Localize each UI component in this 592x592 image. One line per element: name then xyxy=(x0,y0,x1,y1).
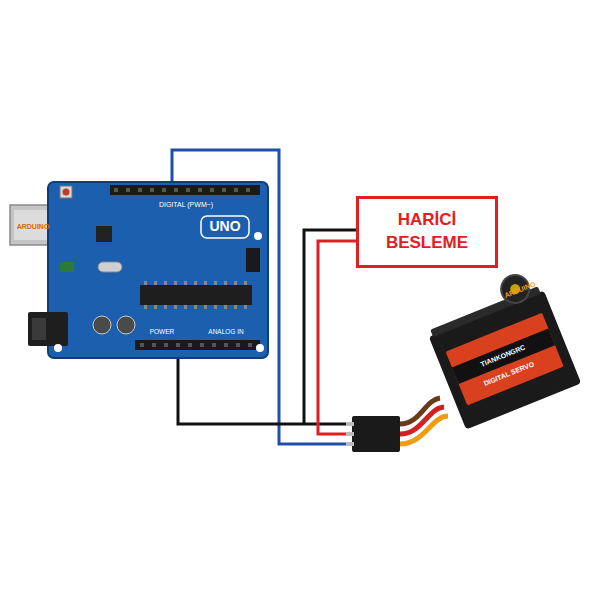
arduino-board-part-part xyxy=(152,343,156,347)
arduino-board-part-part xyxy=(194,281,197,285)
arduino-board-part-part xyxy=(176,343,180,347)
servo-connector xyxy=(346,398,448,452)
servo-connector-part xyxy=(400,416,448,444)
arduino-board-part xyxy=(114,188,250,192)
arduino-board-part-part xyxy=(234,188,238,192)
arduino-board-part xyxy=(48,182,268,358)
header-label: POWER xyxy=(150,328,175,335)
arduino-board-part-part xyxy=(200,343,204,347)
arduino-board-part-part xyxy=(248,343,252,347)
watermark: ARDUINO xyxy=(17,223,50,231)
arduino-board-part xyxy=(14,210,50,240)
power-supply-box: HARİCİ BESLEME xyxy=(356,196,498,268)
arduino-board-part-part xyxy=(188,343,192,347)
arduino-board-part-part xyxy=(144,281,147,285)
arduino-board-part-part xyxy=(234,305,237,309)
arduino-board-part-part xyxy=(234,281,237,285)
arduino-board-part xyxy=(32,318,46,340)
arduino-board-part-part xyxy=(184,305,187,309)
header-label: ANALOG IN xyxy=(208,328,243,335)
arduino-board-part xyxy=(60,186,72,198)
arduino-board-part-part xyxy=(154,281,157,285)
arduino-board-part xyxy=(98,262,122,272)
arduino-board-part-part xyxy=(224,343,228,347)
servo-connector-part xyxy=(346,442,354,446)
arduino-board-part-part xyxy=(204,305,207,309)
arduino-board-part-part xyxy=(236,343,240,347)
arduino-board-part-part xyxy=(154,305,157,309)
arduino-board-part-part xyxy=(144,305,147,309)
arduino-board-part xyxy=(96,226,112,242)
arduino-board-part-part xyxy=(214,305,217,309)
arduino-board-part-part xyxy=(244,281,247,285)
arduino-board-part-part xyxy=(210,188,214,192)
arduino-board-part-part xyxy=(174,281,177,285)
servo-connector-part xyxy=(352,416,400,452)
arduino-board-part xyxy=(140,343,252,347)
arduino-board-part xyxy=(201,216,249,238)
arduino-board-part xyxy=(110,185,260,195)
arduino-board-part-part xyxy=(164,343,168,347)
arduino-board-part xyxy=(117,316,135,334)
servo-connector-part xyxy=(346,422,354,426)
arduino-board-part-part xyxy=(164,281,167,285)
arduino-board-part-part xyxy=(194,305,197,309)
arduino-board-part xyxy=(144,281,247,309)
power-wire xyxy=(318,241,356,434)
servo-motor-part xyxy=(446,313,564,406)
arduino-board-part-part xyxy=(186,188,190,192)
arduino-board-part xyxy=(54,344,62,352)
arduino-board-part-part xyxy=(204,281,207,285)
arduino-board-part-part xyxy=(184,281,187,285)
arduino-board-part-part xyxy=(174,305,177,309)
servo-motor xyxy=(419,266,581,429)
arduino-board-part-part xyxy=(244,305,247,309)
servo-connector-part xyxy=(346,432,354,436)
header-label: DIGITAL (PWM~) xyxy=(159,201,213,209)
arduino-board-part-part xyxy=(174,188,178,192)
arduino-board-part-part xyxy=(224,305,227,309)
arduino-board-part-part xyxy=(140,343,144,347)
box-label: HARİCİ BESLEME xyxy=(359,209,495,255)
arduino-board xyxy=(10,182,268,358)
arduino-board-part-part xyxy=(162,188,166,192)
arduino-board-part xyxy=(135,340,260,350)
arduino-board-part-part xyxy=(150,188,154,192)
board-name: UNO xyxy=(209,219,240,234)
arduino-board-part-part xyxy=(138,188,142,192)
arduino-board-part-part xyxy=(224,281,227,285)
arduino-board-part-part xyxy=(214,281,217,285)
arduino-board-part-part xyxy=(222,188,226,192)
ground-wire-part xyxy=(304,230,356,424)
servo-motor-part xyxy=(429,290,581,429)
arduino-board-part xyxy=(254,232,262,240)
arduino-board-part-part xyxy=(246,188,250,192)
arduino-board-part xyxy=(60,262,74,272)
arduino-board-part xyxy=(28,312,68,346)
arduino-board-part xyxy=(93,316,111,334)
arduino-board-part xyxy=(256,344,264,352)
arduino-board-part-part xyxy=(198,188,202,192)
arduino-board-part xyxy=(246,248,260,272)
arduino-board-part-part xyxy=(114,188,118,192)
arduino-board-part xyxy=(140,285,252,305)
arduino-board-part-part xyxy=(126,188,130,192)
ground-wire-part xyxy=(178,352,346,424)
arduino-board-part-part xyxy=(164,305,167,309)
power-wire-part xyxy=(318,241,356,434)
arduino-board-part xyxy=(63,189,70,196)
arduino-board-part-part xyxy=(212,343,216,347)
